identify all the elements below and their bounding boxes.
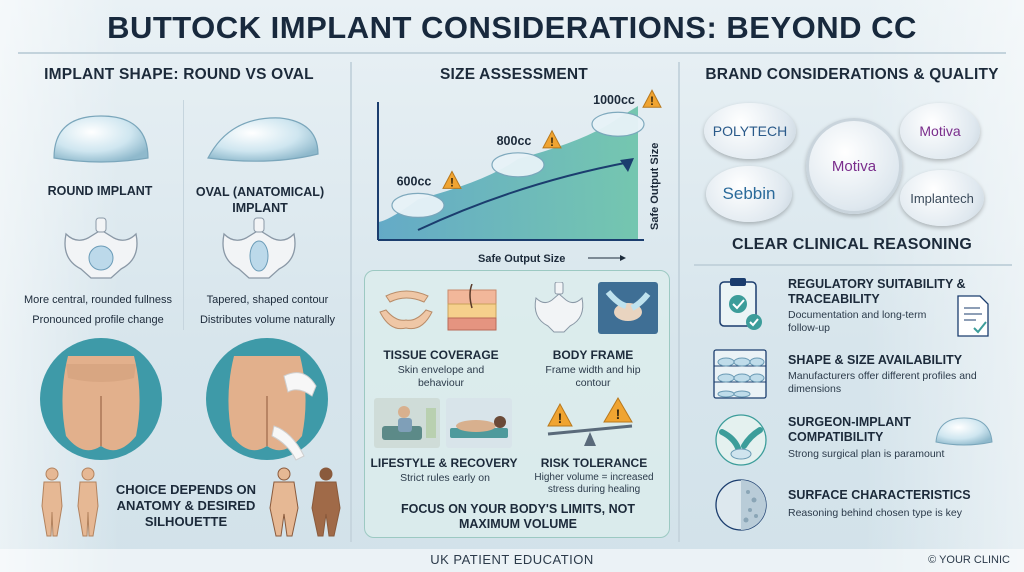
chart-x-label-arrowhead — [620, 255, 626, 261]
left-heading: IMPLANT SHAPE: ROUND VS OVAL — [44, 66, 314, 83]
warning-icon — [642, 89, 662, 108]
clipboard-check-icon — [719, 278, 762, 330]
chart-data-label: 600cc — [397, 174, 432, 188]
warning-icon — [542, 129, 562, 149]
divider-right — [678, 62, 680, 542]
factor-title-4: RISK TOLERANCE — [540, 456, 648, 470]
surgery-photo — [598, 282, 658, 334]
risk-scale-icon: ! ! — [547, 397, 633, 446]
title-rule — [18, 52, 1006, 54]
footer-right: © YOUR CLINIC — [928, 554, 1010, 566]
reason-text-3: Strong surgical plan is paramount — [788, 448, 945, 460]
surgeon-hands-icon — [715, 414, 767, 466]
factor-title-3: LIFESTYLE & RECOVERY — [370, 456, 518, 470]
brand-motiva: Motiva — [900, 103, 980, 159]
chart-y-label: Safe Output Size — [649, 143, 661, 230]
warning-mark: ! — [550, 135, 554, 149]
oval-implant-icon — [207, 117, 319, 162]
round-implant-label: ROUND IMPLANT — [47, 184, 153, 198]
skin-layers-icon — [447, 284, 497, 331]
brand-polytech: POLYTECH — [704, 103, 796, 159]
chart-implant-marker — [591, 111, 645, 137]
brand-implantech: Implantech — [900, 170, 984, 226]
reason-text-4: Reasoning behind chosen type is key — [788, 507, 962, 519]
divider-left — [350, 62, 352, 542]
footer-bar — [0, 549, 1024, 572]
round-result-photo — [40, 338, 162, 460]
reason-text-1: Documentation and long-term follow-up — [788, 309, 927, 334]
brand-motiva-center: Motiva — [806, 118, 902, 214]
round-caption-2: Pronounced profile change — [32, 314, 164, 326]
svg-text:!: ! — [616, 406, 621, 422]
focus-text: FOCUS ON YOUR BODY'S LIMITS, NOT MAXIMUM… — [400, 502, 635, 531]
reason-title-2: SHAPE & SIZE AVAILABILITY — [788, 353, 963, 367]
document-check-icon — [957, 295, 989, 337]
chart-implant-marker — [391, 192, 445, 219]
svg-text:!: ! — [558, 410, 563, 426]
round-implant-icon — [53, 115, 149, 163]
round-caption-1: More central, rounded fullness — [24, 294, 172, 306]
divider-shapes — [183, 100, 184, 330]
chart-data-label: 800cc — [497, 134, 532, 148]
page-title: BUTTOCK IMPLANT CONSIDERATIONS: BEYOND C… — [107, 10, 917, 45]
recovery-photo — [374, 398, 440, 448]
footer-center: UK PATIENT EDUCATION — [430, 552, 594, 567]
hands-icon — [379, 290, 433, 330]
warning-mark: ! — [650, 94, 654, 108]
chart-implant-marker — [491, 152, 545, 178]
choice-text: CHOICE DEPENDS ON ANATOMY & DESIRED SILH… — [115, 482, 257, 529]
factor-text-2: Frame width and hip contour — [545, 364, 641, 389]
right-heading: BRAND CONSIDERATIONS & QUALITY — [705, 66, 999, 83]
factor-title-2: BODY FRAME — [552, 348, 634, 362]
oval-caption-1: Tapered, shaped contour — [206, 294, 329, 306]
patient-bed-photo — [446, 398, 512, 448]
chart-trend-arrowhead — [620, 158, 634, 172]
reason-title-1: REGULATORY SUITABILITY & TRACEABILITY — [788, 277, 966, 306]
factor-text-3: Strict rules early on — [400, 472, 490, 484]
oval-caption-2: Distributes volume naturally — [199, 314, 336, 326]
reasoning-rule — [694, 264, 1012, 266]
pelvis-frame-icon — [534, 282, 584, 333]
surface-texture-icon — [715, 479, 767, 531]
chart-x-label: Safe Output Size — [478, 253, 565, 265]
brand-sebbin: Sebbin — [706, 166, 792, 222]
chart-trend-line — [417, 161, 631, 231]
factor-text-1: Skin envelope and behaviour — [397, 364, 485, 389]
factor-title-1: TISSUE COVERAGE — [383, 348, 499, 362]
oval-result-photo — [206, 338, 328, 461]
chart-data-label: 1000cc — [593, 93, 635, 107]
implant-small-icon — [935, 417, 993, 446]
reasoning-heading: CLEAR CLINICAL REASONING — [731, 236, 973, 253]
reason-title-4: SURFACE CHARACTERISTICS — [788, 488, 971, 502]
reason-title-3: SURGEON-IMPLANT COMPATIBILITY — [788, 415, 911, 444]
middle-heading: SIZE ASSESSMENT — [440, 66, 588, 83]
silhouette-left-icon — [41, 467, 99, 537]
pelvis-oval-icon — [222, 217, 296, 279]
implant-shelf-icon — [713, 349, 767, 399]
warning-icon — [442, 170, 462, 189]
oval-implant-label: OVAL (ANATOMICAL) IMPLANT — [195, 185, 325, 215]
reason-text-2: Manufacturers offer different profiles a… — [788, 370, 977, 395]
size-chart: 600cc!800cc!1000cc!Safe Output SizeSafe … — [377, 89, 662, 265]
warning-mark: ! — [450, 175, 454, 189]
factor-text-4: Higher volume = increased stress during … — [534, 472, 654, 495]
silhouette-right-icon — [269, 467, 341, 537]
pelvis-round-icon — [64, 217, 138, 279]
